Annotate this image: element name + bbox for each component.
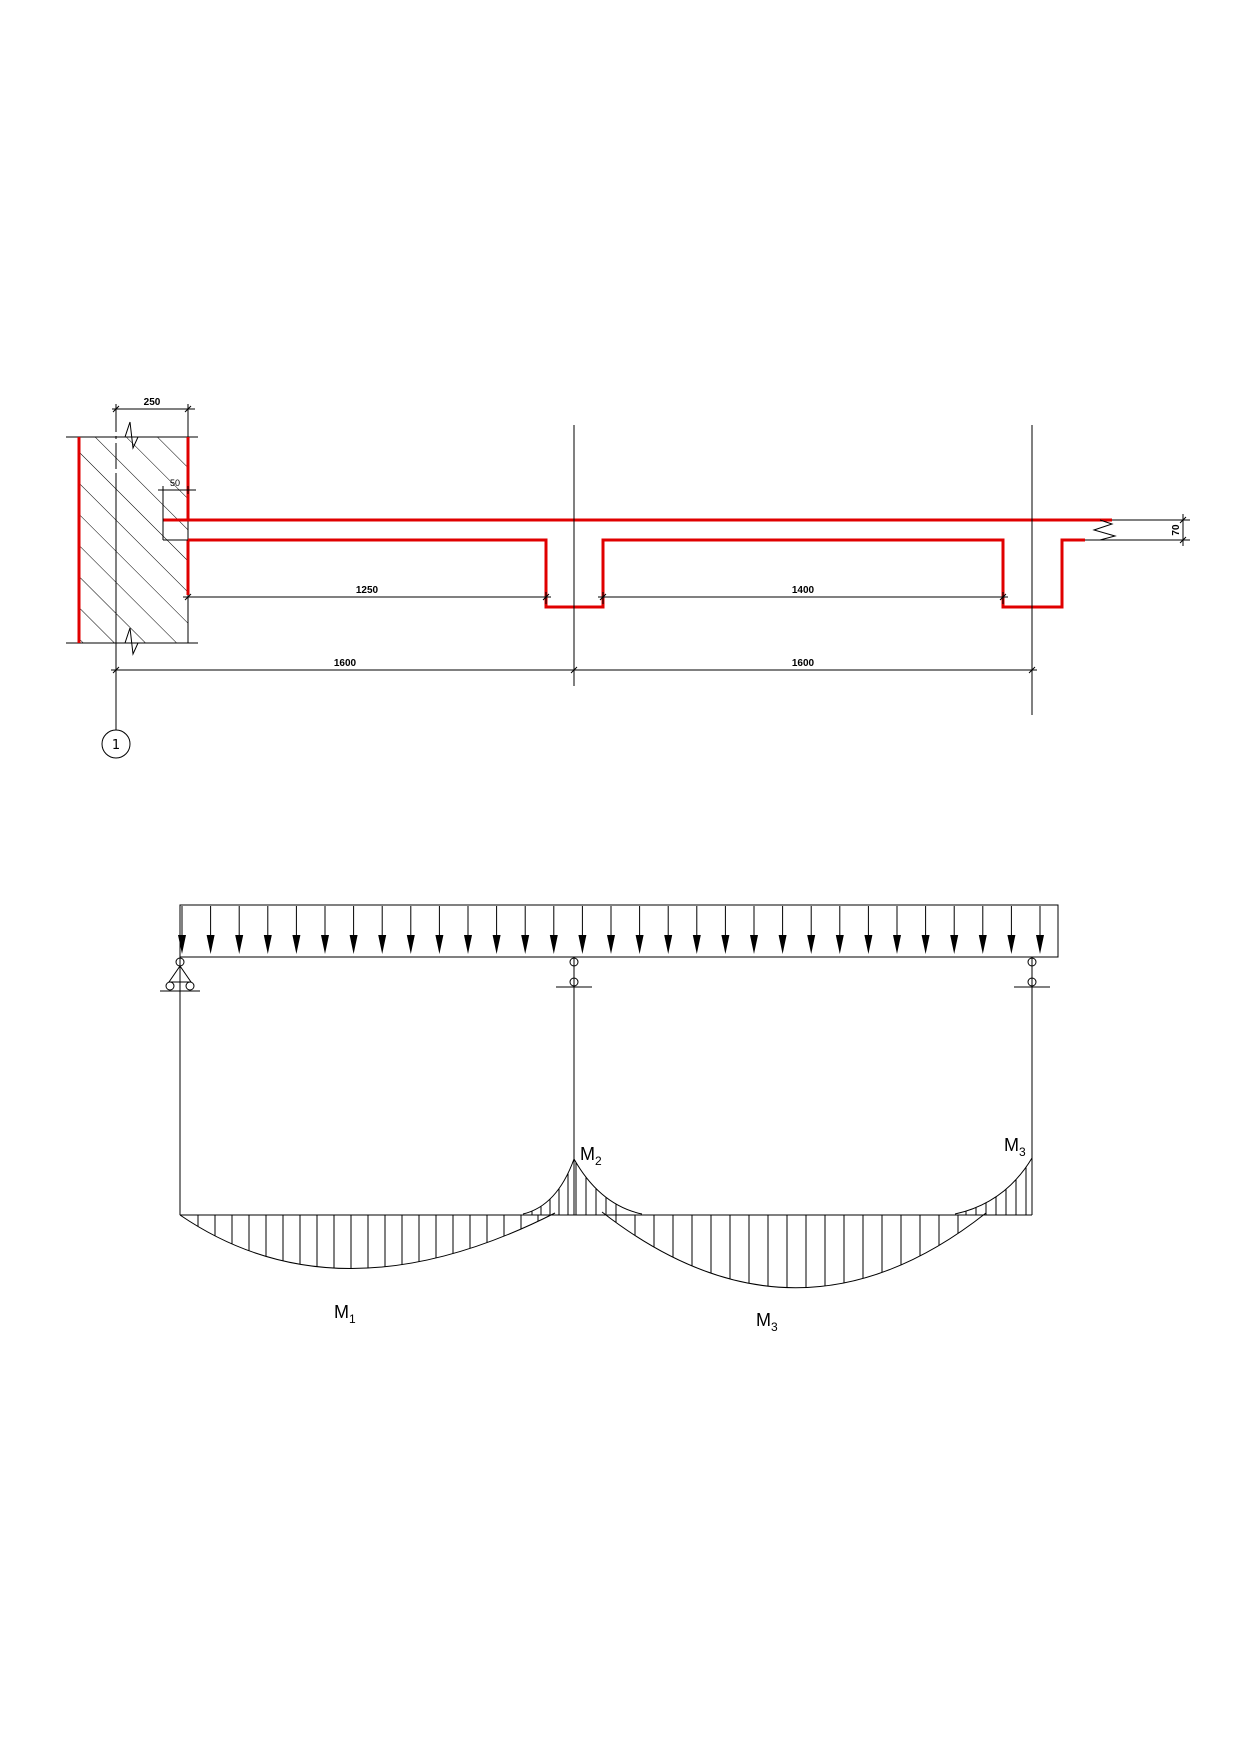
dim-span-2-label: 1600 xyxy=(792,658,815,669)
label-m3-support: M3 xyxy=(1004,1135,1026,1159)
load-arrow-head xyxy=(721,935,730,954)
slab-outline xyxy=(77,437,1117,643)
axis-bubble xyxy=(101,729,131,759)
load-arrow-head xyxy=(1007,935,1016,954)
dim-wall-width: 250 xyxy=(112,397,195,437)
moment-curves xyxy=(179,1157,1033,1289)
load-arrow-head xyxy=(807,935,816,954)
load-arrow-head xyxy=(349,935,358,954)
dim-spans: 1600 1600 xyxy=(111,658,1037,674)
load-arrow-head xyxy=(921,935,930,954)
support-middle xyxy=(556,957,592,1215)
support-left xyxy=(160,957,200,1215)
dim-offset-label: 50 xyxy=(170,478,180,488)
dim-span-1-label: 1600 xyxy=(334,658,357,669)
load-arrow-head xyxy=(378,935,387,954)
load-arrow-head xyxy=(635,935,644,954)
dim-clear-span-1-label: 1250 xyxy=(356,585,379,596)
load-arrow-head xyxy=(492,935,501,954)
dim-thickness-label: 70 xyxy=(1171,524,1182,536)
distributed-load xyxy=(178,904,1059,958)
load-arrow-head xyxy=(235,935,244,954)
moment-ordinates xyxy=(197,1162,1027,1288)
load-arrow-head xyxy=(435,935,444,954)
load-arrow-head xyxy=(406,935,415,954)
load-arrow-head xyxy=(835,935,844,954)
label-m2: M2 xyxy=(580,1144,602,1168)
axis-1: 1 xyxy=(101,406,131,759)
load-arrow-head xyxy=(750,935,758,954)
load-arrow-head xyxy=(578,935,587,954)
dim-wall-width-label: 250 xyxy=(144,397,161,408)
label-m1: M1 xyxy=(334,1302,356,1326)
load-arrow-head xyxy=(778,935,787,954)
load-arrow-head xyxy=(464,935,472,954)
load-arrow-head xyxy=(321,935,329,954)
load-arrow-head xyxy=(292,935,301,954)
load-arrow-head xyxy=(607,935,615,954)
load-arrow-head xyxy=(206,935,215,954)
label-m3-span: M3 xyxy=(756,1310,778,1334)
dim-offset: 50 xyxy=(158,478,196,520)
dim-thickness: 70 xyxy=(1103,514,1190,546)
load-arrow-head xyxy=(692,935,701,954)
dim-clear-span-1: 1250 xyxy=(183,585,551,604)
dim-clear-span-2-label: 1400 xyxy=(792,585,815,596)
load-arrow-head xyxy=(1036,935,1044,954)
dim-clear-span-2: 1400 xyxy=(598,585,1008,604)
load-arrow-head xyxy=(864,935,873,954)
load-arrow-head xyxy=(178,935,186,954)
moment-diagram: M1 M2 M3 M3 xyxy=(160,904,1059,1334)
load-arrow-head xyxy=(521,935,530,954)
load-arrow-head xyxy=(893,935,901,954)
load-arrow-head xyxy=(263,935,272,954)
axis-label: 1 xyxy=(112,738,120,753)
wall-hatched xyxy=(66,421,198,656)
load-arrow-head xyxy=(664,935,673,954)
load-arrow-head xyxy=(950,935,959,954)
load-arrow-head xyxy=(978,935,987,954)
load-arrow-head xyxy=(549,935,558,954)
slab-section: 1 250 50 70 xyxy=(66,397,1190,759)
